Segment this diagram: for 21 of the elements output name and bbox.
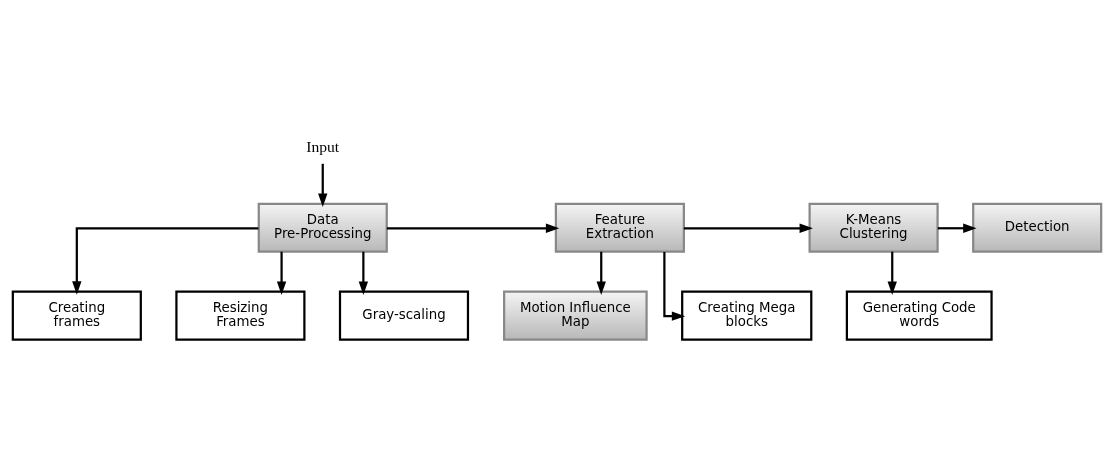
- arrow: [683, 223, 813, 233]
- arrow: [887, 251, 897, 295]
- arrow: [386, 223, 560, 233]
- node-box: Resizing Frames: [175, 290, 306, 341]
- node-box: Data Pre-Processing: [257, 202, 388, 253]
- arrow: [72, 226, 259, 295]
- node-box: Detection: [972, 202, 1103, 253]
- node-box: Creating frames: [11, 290, 142, 341]
- arrow: [358, 251, 369, 295]
- arrow: [276, 251, 287, 295]
- arrow: [663, 251, 686, 321]
- arrow: [937, 223, 977, 233]
- node-box: K-Means Clustering: [808, 202, 939, 253]
- node-box: Feature Extraction: [554, 202, 685, 253]
- node-box: Creating Mega blocks: [681, 290, 813, 341]
- node-box: Generating Code words: [845, 290, 993, 341]
- arrow: [318, 163, 328, 207]
- node-text: Input: [306, 137, 340, 155]
- arrow: [596, 251, 606, 295]
- node-box: Gray-scaling: [338, 290, 470, 341]
- node-box: Motion Influence Map: [503, 290, 648, 341]
